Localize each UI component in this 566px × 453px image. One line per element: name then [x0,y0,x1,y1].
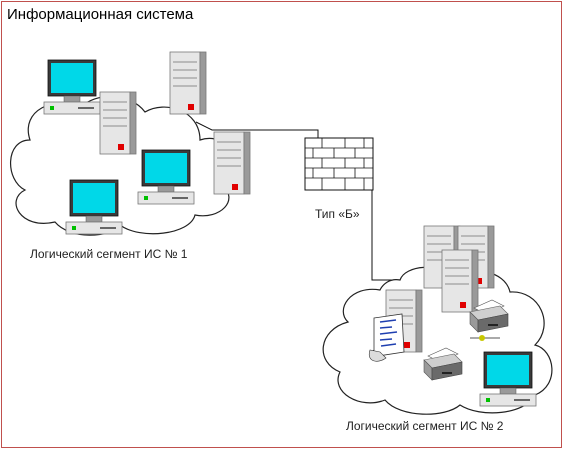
server-icon [213,131,251,195]
document-scroll-icon [368,313,405,362]
printer-status-indicator [470,335,500,341]
cloud-segment2 [322,266,553,415]
server-icon [441,249,479,313]
link-segment1-firewall [195,121,319,138]
firewall-icon [304,137,374,191]
computer-icon [43,59,101,115]
computer-icon [479,351,537,407]
computer-icon [137,149,195,205]
server-icon [99,91,137,155]
diagram-frame [1,1,562,448]
server-icon [169,51,207,115]
diagram-title: Информационная система [7,6,194,23]
computer-icon [65,179,123,235]
segment1-label: Логический сегмент ИС № 1 [30,247,188,261]
link-firewall-segment2 [371,190,430,281]
firewall-label: Тип «Б» [315,207,360,221]
segment2-label: Логический сегмент ИС № 2 [346,419,504,433]
